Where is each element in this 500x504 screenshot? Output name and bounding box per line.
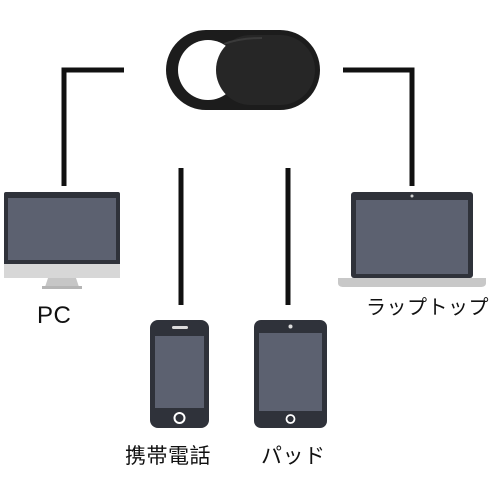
- connector-laptop: [343, 67, 415, 186]
- device-label-pc: PC: [37, 302, 72, 329]
- device-label-laptop: ラップトップ: [366, 295, 489, 319]
- webcam-cover-icon: [166, 30, 320, 110]
- device-label-tablet: パッド: [261, 444, 326, 468]
- laptop-icon: [338, 192, 486, 287]
- connector-pc: [61, 67, 124, 186]
- device-label-phone: 携帯電話: [125, 444, 211, 468]
- smartphone-icon: [150, 320, 209, 428]
- desktop-monitor-icon: [4, 192, 120, 289]
- connector-lines: [61, 67, 415, 305]
- tablet-icon: [254, 320, 327, 428]
